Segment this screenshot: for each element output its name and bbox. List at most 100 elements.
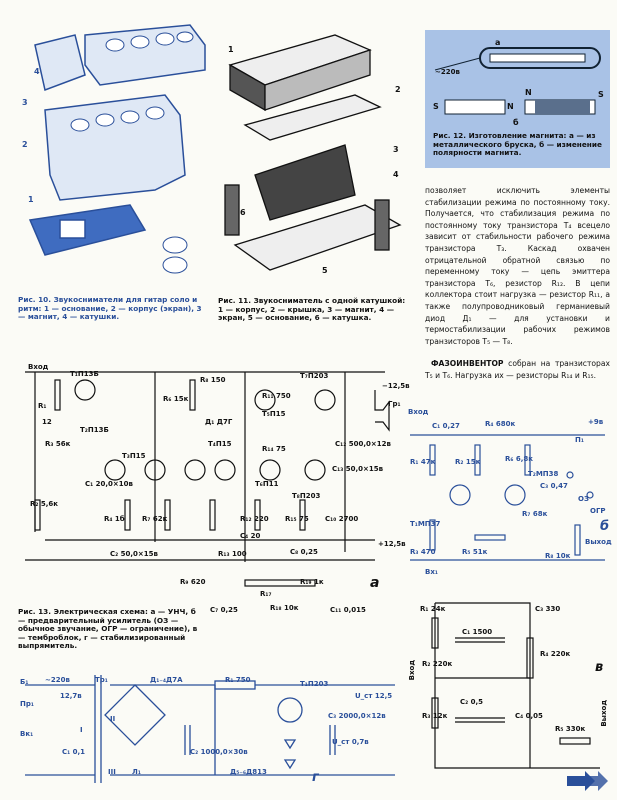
fig12-label-s1: S bbox=[433, 102, 439, 111]
schematic-a-label: R₈ 150 bbox=[200, 376, 226, 384]
fig11-label-1: 1 bbox=[228, 45, 234, 54]
schematic-v-label: Вход bbox=[408, 660, 416, 681]
schematic-b-label: R₆ 6,8к bbox=[505, 455, 534, 463]
paragraph-text: собран на транзисторах T₅ и T₆. Нагрузка… bbox=[425, 359, 610, 380]
schematic-b-label: R₂ 15к bbox=[455, 458, 481, 466]
schematic-v-label: Выход bbox=[600, 700, 608, 727]
schematic-a-amplifier bbox=[25, 371, 390, 587]
schematic-b-preamp bbox=[410, 434, 605, 561]
fig11-label-3: 3 bbox=[393, 145, 399, 154]
schematic-a-label: C₁₃ 50,0×15в bbox=[332, 465, 384, 473]
schematic-g-label: ~220в bbox=[45, 676, 70, 684]
schematic-a-label: T₄П15 bbox=[208, 440, 232, 448]
schematic-b-letter: б bbox=[600, 519, 610, 534]
fig12-label-b: б bbox=[513, 118, 519, 127]
fig10-pickups-illustration bbox=[28, 24, 206, 274]
schematic-a-label: C₁ 20,0×10в bbox=[85, 480, 133, 488]
schematic-b-label: R₈ 10к bbox=[545, 552, 571, 560]
schematic-a-label: T₃П15 bbox=[122, 452, 146, 460]
schematic-b-label: T₁МП37 bbox=[410, 520, 441, 528]
schematic-g-rectifier bbox=[25, 675, 395, 783]
schematic-v-label: C₁ 1500 bbox=[462, 628, 493, 636]
schematic-a-label: Гр₁ bbox=[388, 400, 401, 408]
schematic-a-label: T₅П15 bbox=[262, 410, 286, 418]
fig11-label-5: 5 bbox=[322, 266, 328, 275]
schematic-a-label: R₁₂ 220 bbox=[240, 515, 269, 523]
schematic-a-label: −12,5в bbox=[382, 382, 410, 390]
schematic-b-label: R₄ 680к bbox=[485, 420, 516, 428]
schematic-a-letter: а bbox=[370, 575, 380, 591]
fig10-label-3: 3 bbox=[22, 98, 28, 107]
schematic-g-label: II bbox=[110, 715, 116, 723]
schematic-v-label: C₃ 330 bbox=[535, 605, 561, 613]
schematic-a-label: C₄ 20 bbox=[240, 532, 261, 540]
fig12-caption: Рис. 12. Изготовление магнита: а — из ме… bbox=[433, 131, 602, 158]
schematic-a-input-label: Вход bbox=[28, 363, 49, 371]
schematic-a-label: R₁ bbox=[38, 402, 47, 410]
fig12-voltage-label: ~220в bbox=[435, 68, 460, 76]
schematic-a-label: R₂ 5,6к bbox=[30, 500, 59, 508]
schematic-a-label: T₂П13Б bbox=[80, 426, 109, 434]
schematic-b-label: R₇ 68к bbox=[522, 510, 548, 518]
schematic-g-label: 12,7в bbox=[60, 692, 82, 700]
schematic-g-label: Тр₁ bbox=[95, 676, 108, 684]
schematic-a-label: C₈ 0,25 bbox=[290, 548, 318, 556]
schematic-a-label: 12 bbox=[42, 418, 52, 426]
fig10-caption: Рис. 10. Звукосниматели для гитар соло и… bbox=[18, 295, 202, 322]
schematic-b-label: Выход bbox=[585, 538, 612, 546]
schematic-g-label: I bbox=[80, 726, 83, 734]
fig12-label-a: а bbox=[495, 38, 501, 47]
schematic-g-label: U_ст 12,5 bbox=[355, 692, 393, 700]
schematic-a-label: T₁П13Б bbox=[70, 370, 99, 378]
schematic-g-label: U_ст 0,7в bbox=[332, 738, 369, 746]
schematic-a-label: R₁₇ bbox=[260, 590, 272, 598]
schematic-a-label: R₁₃ 100 bbox=[218, 550, 247, 558]
schematic-v-label: R₁ 24к bbox=[420, 605, 446, 613]
fig11-single-coil-exploded-view bbox=[224, 34, 402, 271]
fig11-label-6: 6 bbox=[240, 208, 246, 217]
schematic-v-label: R₃ 12к bbox=[422, 712, 448, 720]
schematic-g-label: Вк₁ bbox=[20, 730, 34, 738]
schematic-b-label: R₁ 47к bbox=[410, 458, 436, 466]
schematic-g-label: C₃ 2000,0×12в bbox=[328, 712, 386, 720]
fig13-caption: Рис. 13. Электрическая схема: а — УНЧ, б… bbox=[18, 607, 198, 651]
fig12-panel: ~220в а б S N S N Рис. 12. Изготовление … bbox=[425, 30, 610, 168]
next-page-arrow-icon bbox=[567, 771, 608, 791]
fig12-label-n2: N bbox=[525, 88, 532, 97]
fig10-label-4: 4 bbox=[34, 67, 40, 76]
schematic-a-label: R₁₉ 1к bbox=[300, 578, 324, 586]
schematic-a-label: C₇ 0,25 bbox=[210, 606, 238, 614]
schematic-v-label: R₄ 220к bbox=[540, 650, 571, 658]
schematic-a-label: T₆П11 bbox=[255, 480, 279, 488]
fig11-label-4: 4 bbox=[393, 170, 399, 179]
schematic-b-label: Вх₁ bbox=[425, 568, 438, 576]
fig11-label-2: 2 bbox=[395, 85, 401, 94]
schematic-g-label: T₁П203 bbox=[300, 680, 329, 688]
schematic-b-label: C₃ 0,47 bbox=[540, 482, 568, 490]
schematic-g-letter: г bbox=[312, 770, 319, 785]
schematic-a-label: R₆ 15к bbox=[163, 395, 189, 403]
schematic-a-label: R₁₅ 75 bbox=[285, 515, 309, 523]
schematic-g-label: C₁ 0,1 bbox=[62, 748, 86, 756]
article-paragraph-1: позволяет исключить элементы стабилизаци… bbox=[425, 186, 610, 346]
schematic-b-label: Вход bbox=[408, 408, 429, 416]
schematic-v-letter: в bbox=[595, 660, 604, 675]
fig12-label-n1: N bbox=[507, 102, 514, 111]
schematic-a-label: R₁₄ 75 bbox=[262, 445, 286, 453]
schematic-g-label: C₂ 1000,0×30в bbox=[190, 748, 248, 756]
schematic-a-label: Д₁ Д7Г bbox=[205, 418, 233, 426]
article-paragraph-2: ФАЗОИНВЕНТОР собран на транзисторах T₅ и… bbox=[425, 358, 610, 381]
section-heading: ФАЗОИНВЕНТОР bbox=[431, 359, 504, 368]
schematic-a-label: R₉ 620 bbox=[180, 578, 206, 586]
fig11-caption: Рис. 11. Звукосниматель с одной катушкой… bbox=[218, 296, 406, 323]
schematic-g-label: Б₁ bbox=[20, 678, 29, 686]
schematic-b-label: +9в bbox=[588, 418, 604, 426]
schematic-a-label: R₄ 1б bbox=[104, 515, 125, 523]
schematic-g-label: R₁ 750 bbox=[225, 676, 251, 684]
schematic-a-label: +12,5в bbox=[378, 540, 406, 548]
schematic-b-label: ОГР bbox=[590, 507, 606, 515]
schematic-a-label: C₁₀ 2700 bbox=[325, 515, 359, 523]
schematic-v-label: C₂ 0,5 bbox=[460, 698, 484, 706]
schematic-v-label: C₄ 0,05 bbox=[515, 712, 543, 720]
